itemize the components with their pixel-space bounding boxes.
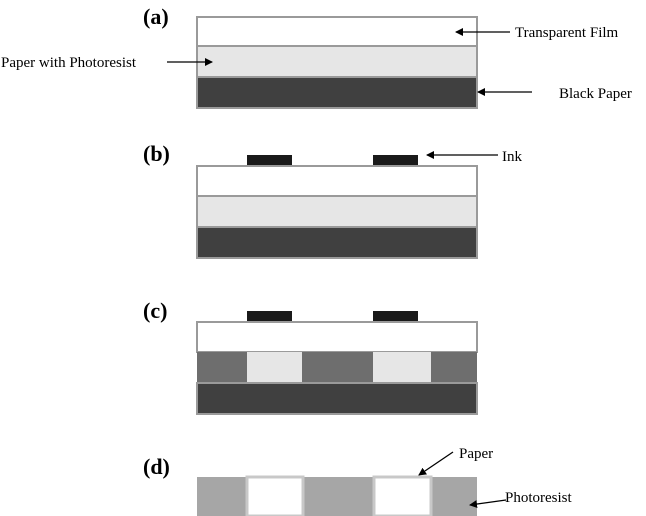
- paper-window-right: [372, 475, 433, 516]
- panel-d: (d) Paper Photoresist: [143, 446, 573, 516]
- ink-block-left: [247, 155, 292, 166]
- transparent-film-layer: [196, 165, 478, 197]
- photoresist-paper-layer: [196, 195, 478, 228]
- unexposed-region-right: [373, 352, 431, 383]
- transparent-film-layer: [196, 16, 478, 47]
- panel-b-label: (b): [143, 141, 170, 166]
- ink-block-left: [247, 311, 292, 322]
- ink-block-right: [373, 311, 418, 322]
- panel-c: (c): [143, 298, 478, 415]
- photoresist-layer: [197, 477, 477, 516]
- panel-d-label: (d): [143, 454, 170, 479]
- photoresist-paper-layer: [196, 45, 478, 78]
- paper-label: Paper: [459, 446, 493, 462]
- transparent-film-label: Transparent Film: [515, 25, 619, 41]
- photoresist-label: Photoresist: [505, 490, 573, 506]
- panel-c-label: (c): [143, 298, 167, 323]
- paper-with-photoresist-label: Paper with Photoresist: [1, 55, 137, 71]
- ink-label: Ink: [502, 149, 522, 165]
- paper-window-left: [245, 475, 305, 516]
- panel-a: (a) Transparent Film Paper with Photores…: [1, 4, 632, 109]
- transparent-film-layer: [196, 321, 478, 353]
- black-paper-label: Black Paper: [559, 86, 632, 102]
- unexposed-region-left: [247, 352, 302, 383]
- panel-a-label: (a): [143, 4, 169, 29]
- black-paper-layer: [196, 76, 478, 109]
- black-paper-layer: [196, 382, 478, 415]
- photoresist-arrow: [469, 499, 507, 508]
- black-paper-layer: [196, 226, 478, 259]
- panel-b: (b) Ink: [143, 141, 522, 259]
- paper-arrow: [418, 451, 454, 476]
- exposed-photoresist-layer: [197, 352, 477, 383]
- ink-block-right: [373, 155, 418, 166]
